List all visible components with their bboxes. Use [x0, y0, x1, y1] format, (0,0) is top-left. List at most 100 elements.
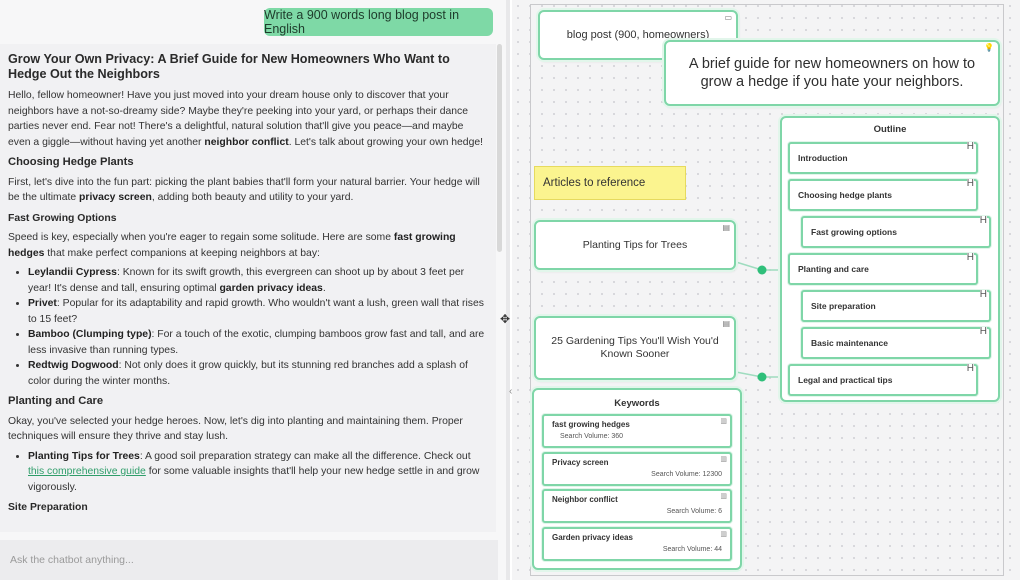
plant-text: : Popular for its adaptability and rapid…	[28, 298, 484, 325]
article-title: 25 Gardening Tips You'll Wish You'd Know…	[551, 335, 719, 360]
title-text: A brief guide for new homeowners on how …	[688, 56, 976, 90]
plant-name: Privet	[28, 298, 57, 309]
choosing-keyword: privacy screen	[79, 192, 152, 203]
keyword-item[interactable]: Neighbor conflict Search Volume: 6 ▥	[542, 489, 732, 523]
section-heading-site: Site Preparation	[8, 502, 88, 513]
keyword-name: fast growing hedges	[552, 420, 630, 429]
title-node[interactable]: A brief guide for new homeowners on how …	[664, 40, 1000, 106]
keyword-item[interactable]: Privacy screen Search Volume: 12300 ▥	[542, 452, 732, 486]
intro-text-1: Hello, fellow homeowner! Have you just m…	[8, 90, 469, 148]
keyword-volume: Search Volume: 6	[666, 508, 722, 515]
outline-item-label: Introduction	[798, 153, 848, 163]
panel-splitter[interactable]	[506, 0, 510, 580]
note-icon: ▭	[724, 13, 732, 22]
outline-item-label: Fast growing options	[811, 227, 897, 237]
keyword-name: Privacy screen	[552, 458, 609, 467]
outline-item-label: Planting and care	[798, 264, 869, 274]
chart-icon: ▥	[720, 531, 727, 538]
plant-name: Bamboo (Clumping type)	[28, 329, 152, 340]
fast-plants-list: Leylandii Cypress: Known for its swift g…	[28, 265, 486, 389]
section-heading-planting: Planting and Care	[8, 395, 104, 407]
plant-text: : Not only does it grow quickly, but its…	[28, 360, 468, 387]
heading-icon: H	[966, 178, 974, 189]
outline-item-label: Basic maintenance	[811, 338, 889, 348]
keyword-volume: Search Volume: 44	[662, 546, 722, 553]
keywords-title: Keywords	[614, 398, 660, 409]
user-message-bubble: Write a 900 words long blog post in Engl…	[264, 8, 493, 36]
chart-icon: ▥	[720, 418, 727, 425]
heading-icon: H	[966, 252, 974, 263]
topic-text: blog post (900, homeowners)	[566, 29, 710, 41]
outline-item[interactable]: Basic maintenance H	[801, 327, 991, 359]
keyword-item[interactable]: fast growing hedges Search Volume: 360 ▥	[542, 414, 732, 448]
blog-title: Grow Your Own Privacy: A Brief Guide for…	[8, 52, 450, 81]
chat-panel: Write a 900 words long blog post in Engl…	[0, 0, 506, 580]
keyword-volume: Search Volume: 12300	[651, 471, 722, 478]
list-item: Leylandii Cypress: Known for its swift g…	[28, 265, 486, 296]
tip-text-1: : A good soil preparation strategy can m…	[139, 450, 471, 462]
keyword-name: Garden privacy ideas	[552, 533, 633, 542]
outline-item[interactable]: Planting and care H	[788, 253, 978, 285]
choosing-paragraph: First, let's dive into the fun part: pic…	[8, 175, 486, 206]
plant-text-end: .	[322, 282, 326, 294]
chat-input[interactable]	[0, 540, 498, 580]
plant-keyword: garden privacy ideas	[219, 282, 323, 294]
fast-text-1: Speed is key, especially when you're eag…	[8, 232, 394, 243]
planting-list: Planting Tips for Trees: A good soil pre…	[28, 449, 486, 496]
fast-text-2: that make perfect companions at keeping …	[44, 247, 320, 259]
document-icon: ▤	[722, 319, 730, 328]
chevron-left-icon[interactable]: ‹	[509, 386, 513, 397]
keyword-volume: Search Volume: 360	[560, 433, 624, 440]
intro-keyword: neighbor conflict	[204, 136, 289, 148]
outline-item[interactable]: Legal and practical tips H	[788, 364, 978, 396]
guide-link[interactable]: this comprehensive guide	[28, 466, 146, 477]
chart-icon: ▥	[720, 493, 727, 500]
plant-text: : For a touch of the exotic, clumping ba…	[28, 329, 485, 356]
outline-item[interactable]: Choosing hedge plants H	[788, 179, 978, 211]
heading-icon: H	[966, 141, 974, 152]
section-heading-choosing: Choosing Hedge Plants	[8, 156, 134, 168]
keyword-name: Neighbor conflict	[552, 495, 618, 504]
article-title: Planting Tips for Trees	[582, 239, 688, 251]
outline-item-label: Legal and practical tips	[798, 375, 893, 385]
choosing-text-1: First, let's dive into the fun part: pic…	[8, 176, 480, 204]
article-node[interactable]: Planting Tips for Trees ▤	[534, 220, 736, 270]
list-item: Planting Tips for Trees: A good soil pre…	[28, 449, 486, 496]
heading-icon: H	[966, 363, 974, 374]
outline-title: Outline	[873, 124, 907, 135]
keyword-item[interactable]: Garden privacy ideas Search Volume: 44 ▥	[542, 527, 732, 561]
outline-item[interactable]: Fast growing options H	[801, 216, 991, 248]
planting-paragraph: Okay, you've selected your hedge heroes.…	[8, 415, 463, 443]
plant-name: Redtwig Dogwood	[28, 360, 119, 371]
answer-scrollbar[interactable]	[497, 44, 502, 252]
list-item: Bamboo (Clumping type): For a touch of t…	[28, 327, 486, 358]
choosing-text-2: , adding both beauty and utility to your…	[151, 192, 354, 203]
list-item: Privet: Popular for its adaptability and…	[28, 296, 486, 327]
outline-item-label: Site preparation	[811, 301, 876, 311]
tip-text-2: for some valuable insights that'll help …	[28, 466, 480, 493]
heading-icon: H	[979, 289, 987, 300]
fast-paragraph: Speed is key, especially when you're eag…	[8, 230, 486, 261]
heading-icon: H	[979, 326, 987, 337]
document-icon: ▤	[722, 223, 730, 232]
articles-label-text: Articles to reference	[543, 177, 646, 189]
move-cursor-icon: ✥	[500, 312, 511, 326]
fast-keyword: fast growing hedges	[8, 232, 456, 259]
plant-name: Leylandii Cypress	[28, 267, 117, 278]
tip-name: Planting Tips for Trees	[28, 450, 140, 462]
heading-icon: H	[979, 215, 987, 226]
intro-text-2: . Let's talk about growing your own hedg…	[288, 136, 484, 148]
chart-icon: ▥	[720, 456, 727, 463]
lightbulb-icon: 💡	[984, 43, 994, 52]
articles-sticky-note[interactable]: Articles to reference	[534, 166, 686, 200]
intro-paragraph: Hello, fellow homeowner! Have you just m…	[8, 88, 486, 150]
plant-text: : Known for its swift growth, this everg…	[28, 267, 465, 294]
article-node[interactable]: 25 Gardening Tips You'll Wish You'd Know…	[534, 316, 736, 380]
user-message-text: Write a 900 words long blog post in Engl…	[264, 8, 460, 36]
outline-item[interactable]: Introduction H	[788, 142, 978, 174]
outline-item[interactable]: Site preparation H	[801, 290, 991, 322]
list-item: Redtwig Dogwood: Not only does it grow q…	[28, 358, 486, 389]
assistant-answer: Grow Your Own Privacy: A Brief Guide for…	[0, 44, 496, 532]
section-heading-fast: Fast Growing Options	[8, 212, 117, 224]
outline-item-label: Choosing hedge plants	[798, 190, 892, 200]
